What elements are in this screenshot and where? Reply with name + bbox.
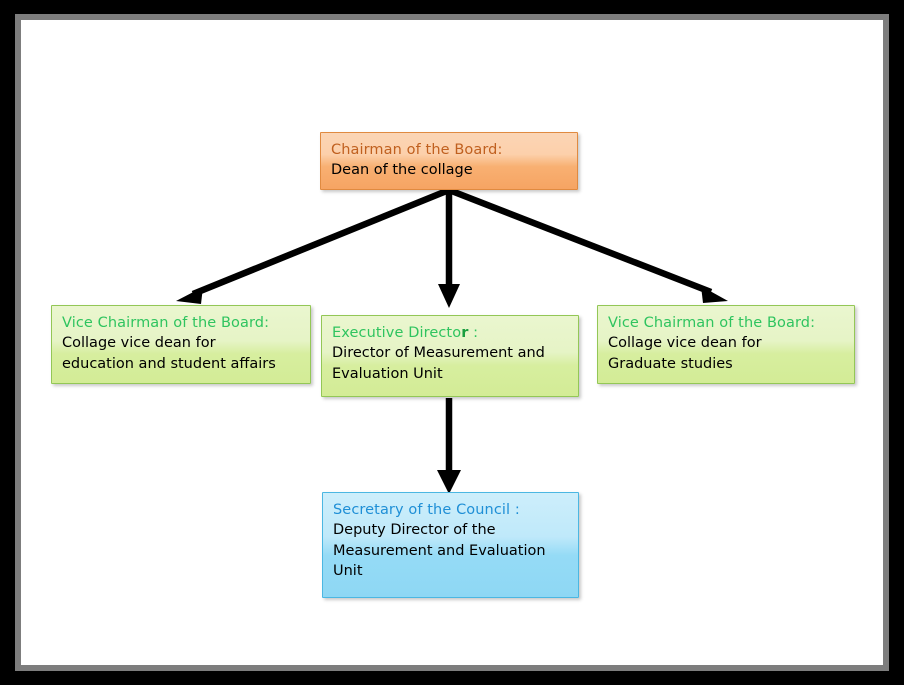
node-executive-director[interactable]: Executive Director : Director of Measure… xyxy=(321,315,579,397)
node-vice-chairman-graduate[interactable]: Vice Chairman of the Board: Collage vice… xyxy=(597,305,855,384)
node-executive-director-title-prefix: Executive Directo xyxy=(332,325,462,341)
node-vice-chairman-education[interactable]: Vice Chairman of the Board: Collage vice… xyxy=(51,305,311,384)
node-vice-chairman-graduate-title: Vice Chairman of the Board: xyxy=(608,315,816,331)
node-vice-chairman-education-line2: education and student affairs xyxy=(62,355,276,372)
arrow-executive-director-to-secretary xyxy=(437,398,461,494)
node-secretary-of-the-council[interactable]: Secretary of the Council : Deputy Direct… xyxy=(322,492,579,598)
node-secretary-line2: Measurement and Evaluation xyxy=(333,542,546,559)
node-chairman-body: Dean of the collage xyxy=(331,162,473,178)
node-secretary-line3: Unit xyxy=(333,563,363,579)
node-secretary-line1: Deputy Director of the xyxy=(333,522,496,538)
node-executive-director-title: Executive Director : xyxy=(332,323,569,343)
node-vice-chairman-graduate-line2: Graduate studies xyxy=(608,355,733,372)
node-chairman-of-the-board[interactable]: Chairman of the Board: Dean of the colla… xyxy=(320,132,578,190)
diagram-canvas: Chairman of the Board: Dean of the colla… xyxy=(21,20,883,665)
node-executive-director-title-suffix: : xyxy=(468,325,479,341)
arrow-chairman-to-vice-graduate xyxy=(447,186,728,303)
node-vice-chairman-education-title: Vice Chairman of the Board: xyxy=(62,315,270,331)
arrow-chairman-to-vice-education xyxy=(176,186,451,304)
node-secretary-title: Secretary of the Council : xyxy=(333,502,520,518)
node-executive-director-line2: Evaluation Unit xyxy=(332,365,443,382)
node-vice-chairman-graduate-line1: Collage vice dean for xyxy=(608,335,762,351)
node-chairman-title: Chairman of the Board: xyxy=(331,142,503,158)
node-vice-chairman-education-line1: Collage vice dean for xyxy=(62,335,216,351)
node-executive-director-title-accent: r xyxy=(461,325,469,341)
arrow-chairman-to-executive-director xyxy=(438,190,460,308)
node-executive-director-line1: Director of Measurement and xyxy=(332,345,545,361)
